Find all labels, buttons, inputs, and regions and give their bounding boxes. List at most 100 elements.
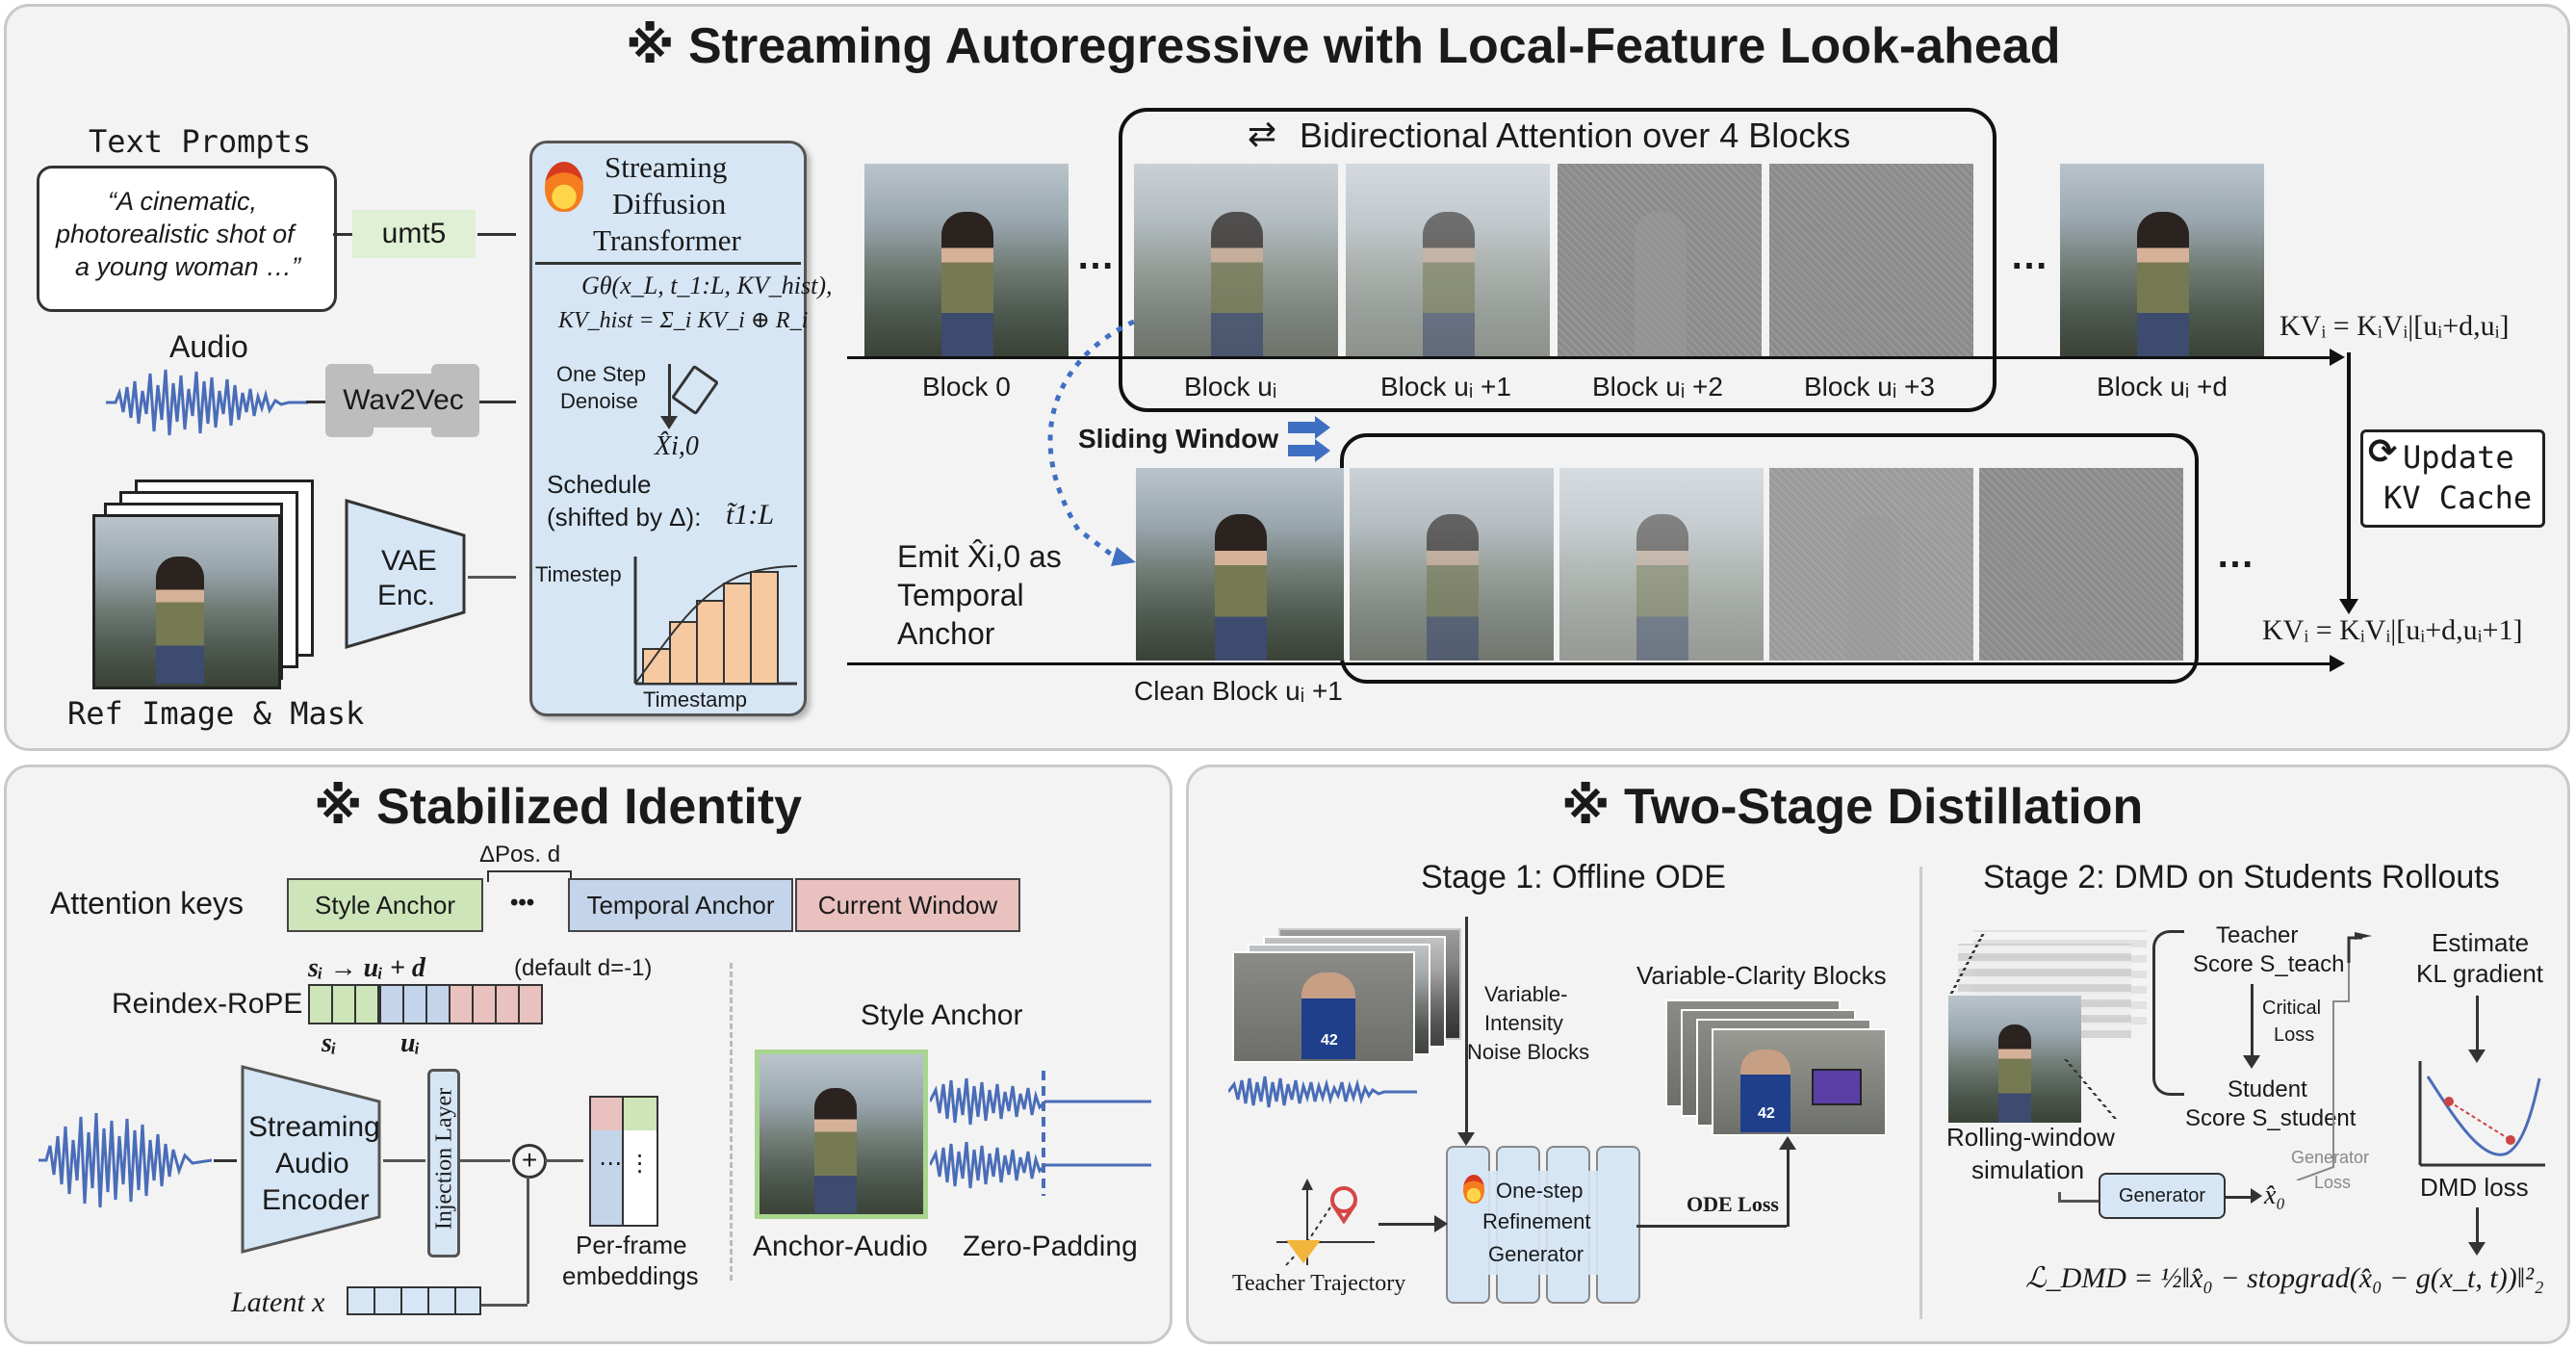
schedule-label-2: (shifted by Δ):	[547, 503, 702, 531]
sdt-divider	[535, 262, 801, 265]
critical-loss-label-2: Loss	[2274, 1024, 2315, 1046]
ode-loss-label: ODE Loss	[1687, 1192, 1779, 1216]
refine-fire-icon	[1463, 1175, 1484, 1204]
latent-label: Latent x	[231, 1286, 325, 1318]
block-ui2-girl	[1635, 212, 1687, 356]
rolling-label-2: simulation	[1971, 1155, 2085, 1184]
emit-dotted-arrow	[1047, 319, 1136, 566]
student-score-label-2: Score S_student	[2185, 1105, 2357, 1131]
generator-box: Generator	[2099, 1173, 2226, 1219]
block-uid-girl	[2137, 212, 2189, 356]
sliding-window-arrows	[1288, 416, 1330, 462]
injection-layer	[427, 1069, 460, 1257]
dmd-formula: ℒ_DMD = ½‖x̂₀ − stopgrad(x̂₀ − g(x_t, t)…	[2025, 1262, 2544, 1294]
clarity-jersey-number: 42	[1758, 1105, 1775, 1122]
plus-out-arrow	[545, 1159, 583, 1162]
top-panel-title: ※ Streaming Autoregressive with Local-Fe…	[626, 18, 2061, 74]
sdt-title-2: Diffusion	[612, 187, 727, 220]
teacher-trajectory-label: Teacher Trajectory	[1232, 1271, 1406, 1296]
dash-line-audio	[306, 401, 325, 403]
rolling-to-gen-line	[2058, 1192, 2061, 1202]
noise-label-3: Noise Blocks	[1467, 1040, 1590, 1064]
dpos-bracket	[487, 870, 572, 882]
zero-padding-label: Zero-Padding	[963, 1231, 1138, 1262]
timestep-label: Timestep	[535, 562, 622, 586]
stabilized-identity-title: ※ Stabilized Identity	[314, 779, 803, 835]
sdt-title-1: Streaming	[605, 150, 728, 184]
prompt-line-3: a young woman …”	[75, 252, 301, 281]
vae-label-1: VAE	[381, 545, 437, 577]
gen-loss-label-2: Loss	[2314, 1173, 2352, 1192]
timeline-top	[847, 356, 2330, 359]
row2-block-1-girl	[1427, 514, 1479, 661]
ode-arrow-head	[1779, 1136, 1796, 1150]
encoder-label-1: Streaming	[248, 1111, 380, 1143]
one-step-label-1: One Step	[556, 362, 646, 386]
kv-formula-top: KVᵢ = KᵢVᵢ|[uᵢ+d,uᵢ]	[2280, 310, 2510, 342]
clean-block-label: Clean Block uᵢ +1	[1134, 676, 1343, 706]
critical-arrow-head	[2243, 1055, 2260, 1069]
timeline-bottom-head	[2330, 655, 2345, 672]
estimate-label-2: KL gradient	[2416, 959, 2544, 988]
stage2-title: Stage 2: DMD on Students Rollouts	[1983, 859, 2500, 895]
style-anchor-right-label: Style Anchor	[861, 999, 1023, 1031]
teacher-arrow-head	[1434, 1215, 1448, 1232]
teacher-trajectory-icon	[1276, 1179, 1375, 1266]
stage-separator	[1919, 867, 1922, 1319]
ode-line-v	[1787, 1146, 1790, 1227]
two-stage-title: ※ Two-Stage Distillation	[1561, 779, 2144, 835]
rolling-to-gen-h	[2058, 1200, 2099, 1203]
dpos-label: ΔPos. d	[479, 842, 561, 868]
ellipsis-row2: …	[2216, 533, 2254, 576]
sdt-formula-2: KV_hist = Σ_i KV_i ⊕ R_i	[558, 308, 809, 333]
rope-cell-u3	[425, 984, 451, 1024]
attention-keys-label: Attention keys	[50, 886, 244, 920]
s1-noise-line	[1465, 917, 1468, 1136]
block-0-label: Block 0	[922, 372, 1011, 402]
per-frame-label-2: embeddings	[562, 1261, 699, 1290]
clarity-person	[1740, 1050, 1790, 1132]
ref-image-girl	[156, 557, 204, 684]
dash-line-umt5	[477, 233, 516, 236]
anchor-image-girl	[814, 1088, 857, 1213]
emit-label-1: Emit X̂i,0 as	[897, 539, 1062, 574]
dash-line-wav2vec	[479, 401, 516, 403]
rope-cell-s2	[331, 984, 356, 1024]
refine-label-1: One-step	[1496, 1179, 1584, 1203]
teacher-student-bracket	[2152, 930, 2184, 1096]
block-0-girl	[941, 212, 993, 356]
denoise-arrow	[668, 364, 671, 420]
s1-person	[1301, 972, 1355, 1059]
dmd-arrow	[2476, 1207, 2479, 1246]
clean-block-girl	[1215, 514, 1267, 661]
key-dots: •••	[510, 890, 535, 916]
estimate-connector	[2296, 932, 2372, 1180]
audio-encoder	[241, 1065, 381, 1254]
kv-arrow-vertical	[2347, 352, 2351, 603]
stage2-x0: x̂₀	[2264, 1180, 2286, 1210]
bidir-arrows-icon: ⇄	[1248, 114, 1277, 153]
teacher-arrow	[1378, 1223, 1436, 1226]
emit-label-3: Anchor	[897, 616, 995, 651]
dashed-separator-left	[730, 963, 733, 1281]
vae-label-2: Enc.	[377, 580, 436, 611]
prompt-line-2: photorealistic shot of	[56, 220, 295, 248]
per-frame-dots: ⋯ ⋮	[599, 1151, 652, 1177]
umt5-box: umt5	[352, 210, 476, 258]
dmd-curve-plot	[2418, 1061, 2545, 1167]
rope-cell-c3	[495, 984, 520, 1024]
current-window-key: Current Window	[795, 878, 1020, 932]
block-ui-girl	[1211, 212, 1263, 356]
latent-h-line	[481, 1304, 528, 1307]
teacher-score-label-2: Score S_teach	[2193, 951, 2345, 977]
injection-out-arrow	[460, 1159, 510, 1162]
fire-icon	[545, 162, 583, 212]
kv-arrow-head	[2339, 599, 2358, 614]
estimate-arrow	[2476, 996, 2479, 1053]
update-label-1: Update	[2403, 439, 2514, 476]
rolling-label-1: Rolling-window	[1946, 1123, 2115, 1152]
block-ui1-label: Block uᵢ +1	[1380, 372, 1511, 402]
row2-block-2	[1559, 468, 1764, 661]
critical-arrow	[2251, 984, 2254, 1057]
audio-label: Audio	[169, 329, 248, 364]
